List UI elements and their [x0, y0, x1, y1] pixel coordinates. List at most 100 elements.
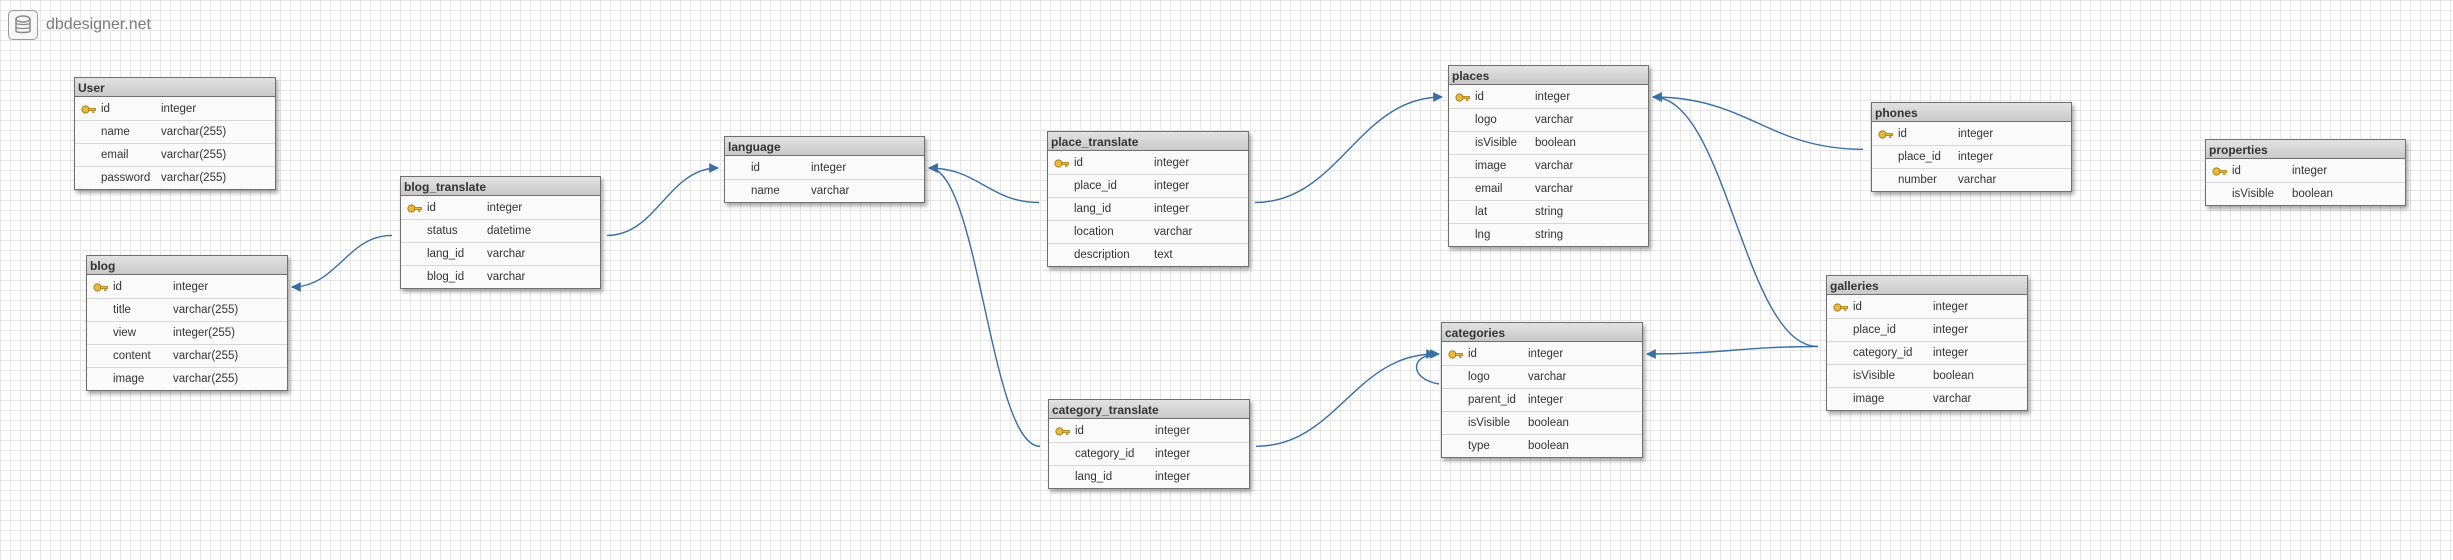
- field-name: image: [1475, 160, 1507, 172]
- relation-category-translate-to-categories[interactable]: [1255, 349, 1436, 447]
- table-title[interactable]: blog: [87, 256, 287, 275]
- field-name: id: [101, 103, 110, 115]
- field-name: image: [1853, 393, 1885, 405]
- relation-place-translate-to-language[interactable]: [928, 163, 1040, 204]
- database-icon: [8, 10, 38, 40]
- table-title[interactable]: properties: [2206, 140, 2405, 159]
- field-name: content: [113, 350, 151, 362]
- field-name: lat: [1475, 206, 1488, 218]
- field-name: isVisible: [1468, 417, 1510, 429]
- relation-category-translate-to-language[interactable]: [928, 163, 1041, 447]
- table-title[interactable]: galleries: [1827, 276, 2027, 295]
- field-type: integer: [1155, 471, 1191, 483]
- field-name: category_id: [1075, 448, 1135, 460]
- field-type: integer: [1933, 324, 1969, 336]
- relation-blog-translate-to-language[interactable]: [606, 163, 719, 237]
- field-type: varchar: [811, 185, 850, 197]
- field-name: title: [113, 304, 131, 316]
- table-title[interactable]: phones: [1872, 103, 2071, 122]
- relation-blog-translate-to-blog[interactable]: [291, 234, 393, 292]
- relation-galleries-to-categories[interactable]: [1646, 345, 1819, 359]
- field-name: status: [427, 225, 458, 237]
- table-title[interactable]: language: [725, 137, 924, 156]
- field-name: email: [101, 149, 129, 161]
- field-name: view: [113, 327, 137, 339]
- key-icon: [1827, 301, 1853, 314]
- key-icon: [1449, 91, 1475, 104]
- brand[interactable]: dbdesigner.net: [8, 10, 151, 40]
- table-title[interactable]: blog_translate: [401, 177, 600, 196]
- table-title[interactable]: categories: [1442, 323, 1642, 342]
- field-name: lng: [1475, 229, 1491, 241]
- relation-categories-to-categories[interactable]: [1415, 349, 1440, 385]
- key-icon: [1872, 128, 1898, 141]
- table-title[interactable]: User: [75, 78, 275, 97]
- field-name: location: [1074, 226, 1114, 238]
- relation-galleries-to-places[interactable]: [1652, 92, 1819, 348]
- relation-phones-to-places[interactable]: [1652, 92, 1864, 150]
- table-title[interactable]: places: [1449, 66, 1648, 85]
- relation-place-translate-to-places[interactable]: [1254, 92, 1443, 204]
- table-title[interactable]: category_translate: [1049, 400, 1249, 419]
- field-type: varchar: [1933, 393, 1972, 405]
- table-title[interactable]: place_translate: [1048, 132, 1248, 151]
- field-row[interactable]: image varchar: [1827, 388, 2027, 410]
